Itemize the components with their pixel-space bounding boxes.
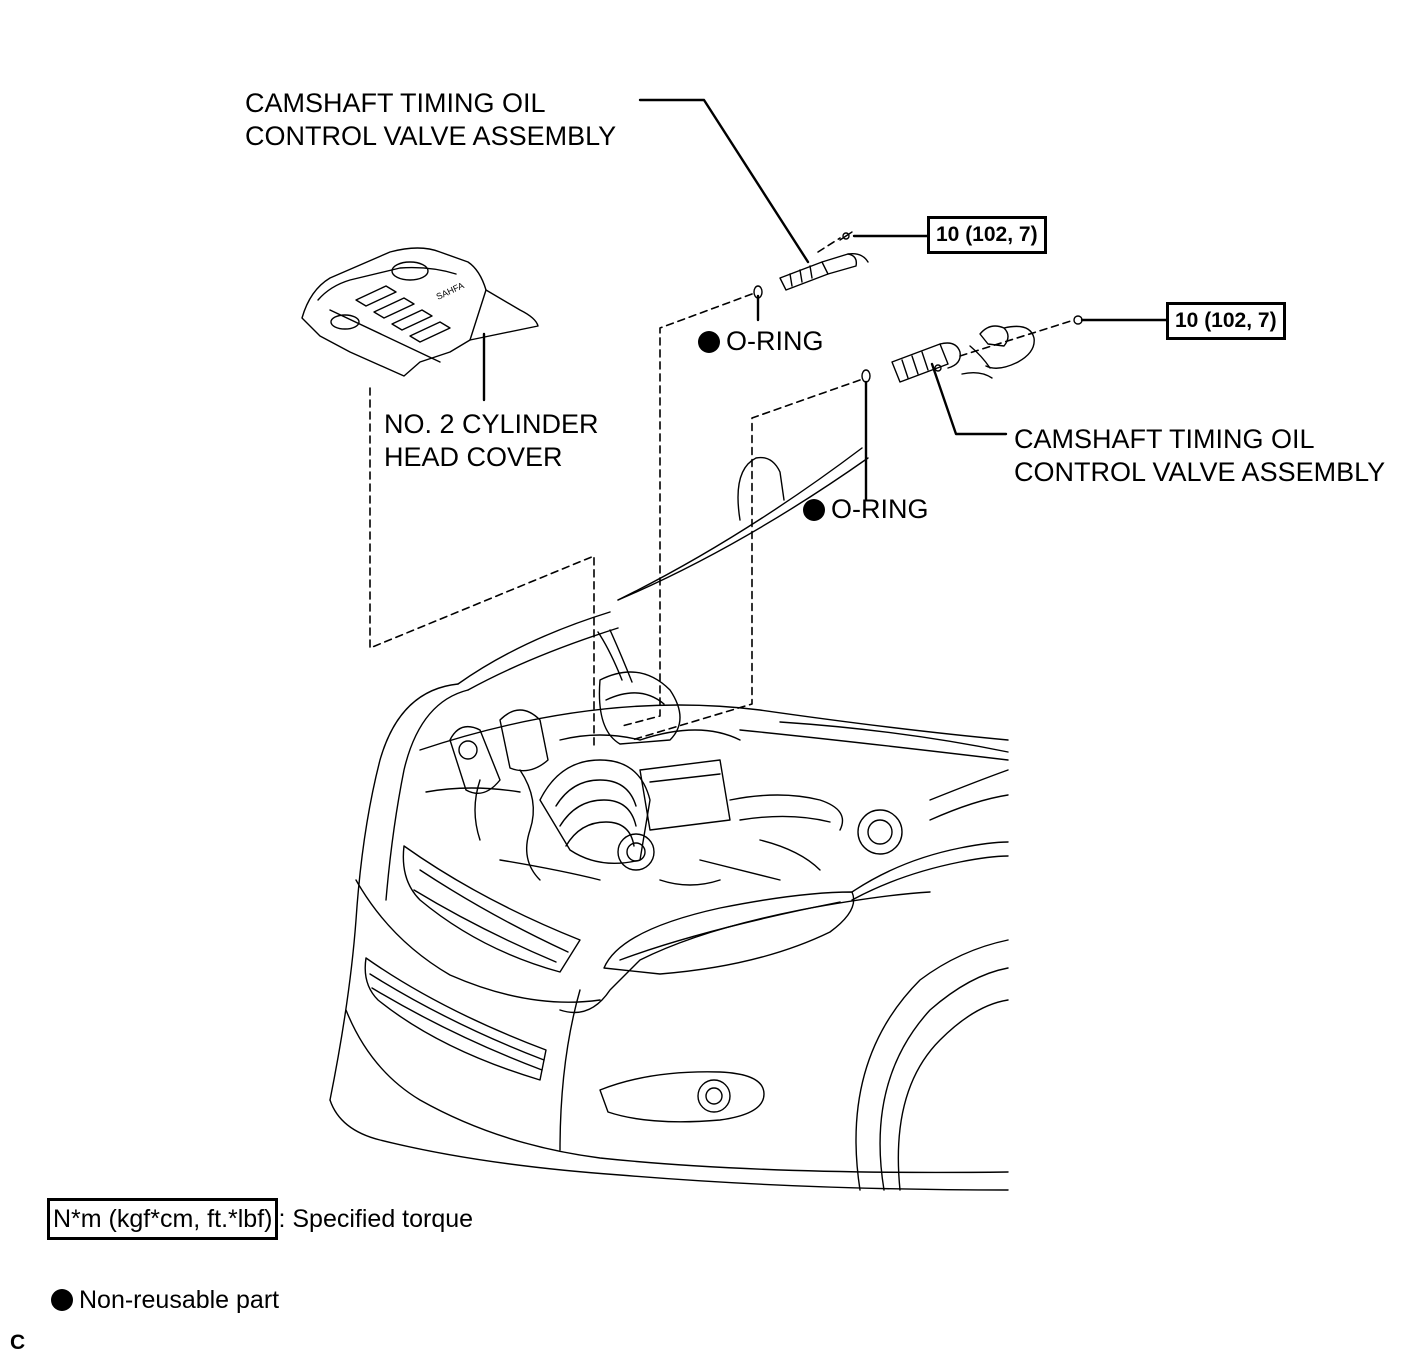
lower-o-ring-text: O-RING [831, 494, 929, 524]
leader-lines [482, 98, 1170, 502]
upper-o-ring-text: O-RING [726, 326, 824, 356]
head-cover-label: NO. 2 CYLINDER HEAD COVER [384, 408, 599, 474]
lower-torque-spec: 10 (102, 7) [1166, 302, 1286, 340]
lower-valve-label: CAMSHAFT TIMING OIL CONTROL VALVE ASSEMB… [1014, 423, 1385, 489]
torque-unit-box: N*m (kgf*cm, ft.*lbf) [47, 1198, 279, 1240]
corner-mark: C [10, 1331, 26, 1354]
assembly-dashed-lines [369, 237, 1075, 747]
upper-valve-assembly-drawing [779, 231, 869, 291]
torque-legend-text: : Specified torque [278, 1205, 474, 1233]
lower-valve-assembly-drawing [891, 315, 1083, 383]
upper-valve-label: CAMSHAFT TIMING OIL CONTROL VALVE ASSEMB… [245, 87, 616, 153]
non-reusable-dot-icon [51, 1289, 73, 1311]
torque-legend: N*m (kgf*cm, ft.*lbf): Specified torque [47, 1198, 473, 1240]
non-reusable-dot-icon [803, 499, 825, 521]
engine-bay [449, 671, 903, 886]
upper-torque-spec: 10 (102, 7) [927, 216, 1047, 254]
non-reusable-legend: Non-reusable part [51, 1284, 279, 1317]
head-cover-label-line2: HEAD COVER [384, 442, 563, 472]
lower-valve-label-line2: CONTROL VALVE ASSEMBLY [1014, 457, 1386, 487]
upper-o-ring-label: O-RING [698, 325, 824, 358]
cylinder-head-cover: SAHFA [301, 247, 539, 377]
head-cover-label-line1: NO. 2 CYLINDER [384, 409, 599, 439]
lower-o-ring-label: O-RING [803, 493, 929, 526]
svg-text:SAHFA: SAHFA [435, 280, 466, 302]
non-reusable-legend-text: Non-reusable part [79, 1286, 280, 1314]
lower-valve-label-line1: CAMSHAFT TIMING OIL [1014, 424, 1315, 454]
upper-valve-label-line2: CONTROL VALVE ASSEMBLY [245, 121, 617, 151]
non-reusable-dot-icon [698, 331, 720, 353]
o-ring-lower-part [861, 369, 871, 383]
upper-valve-label-line1: CAMSHAFT TIMING OIL [245, 88, 546, 118]
vehicle-outline [329, 447, 1009, 1191]
